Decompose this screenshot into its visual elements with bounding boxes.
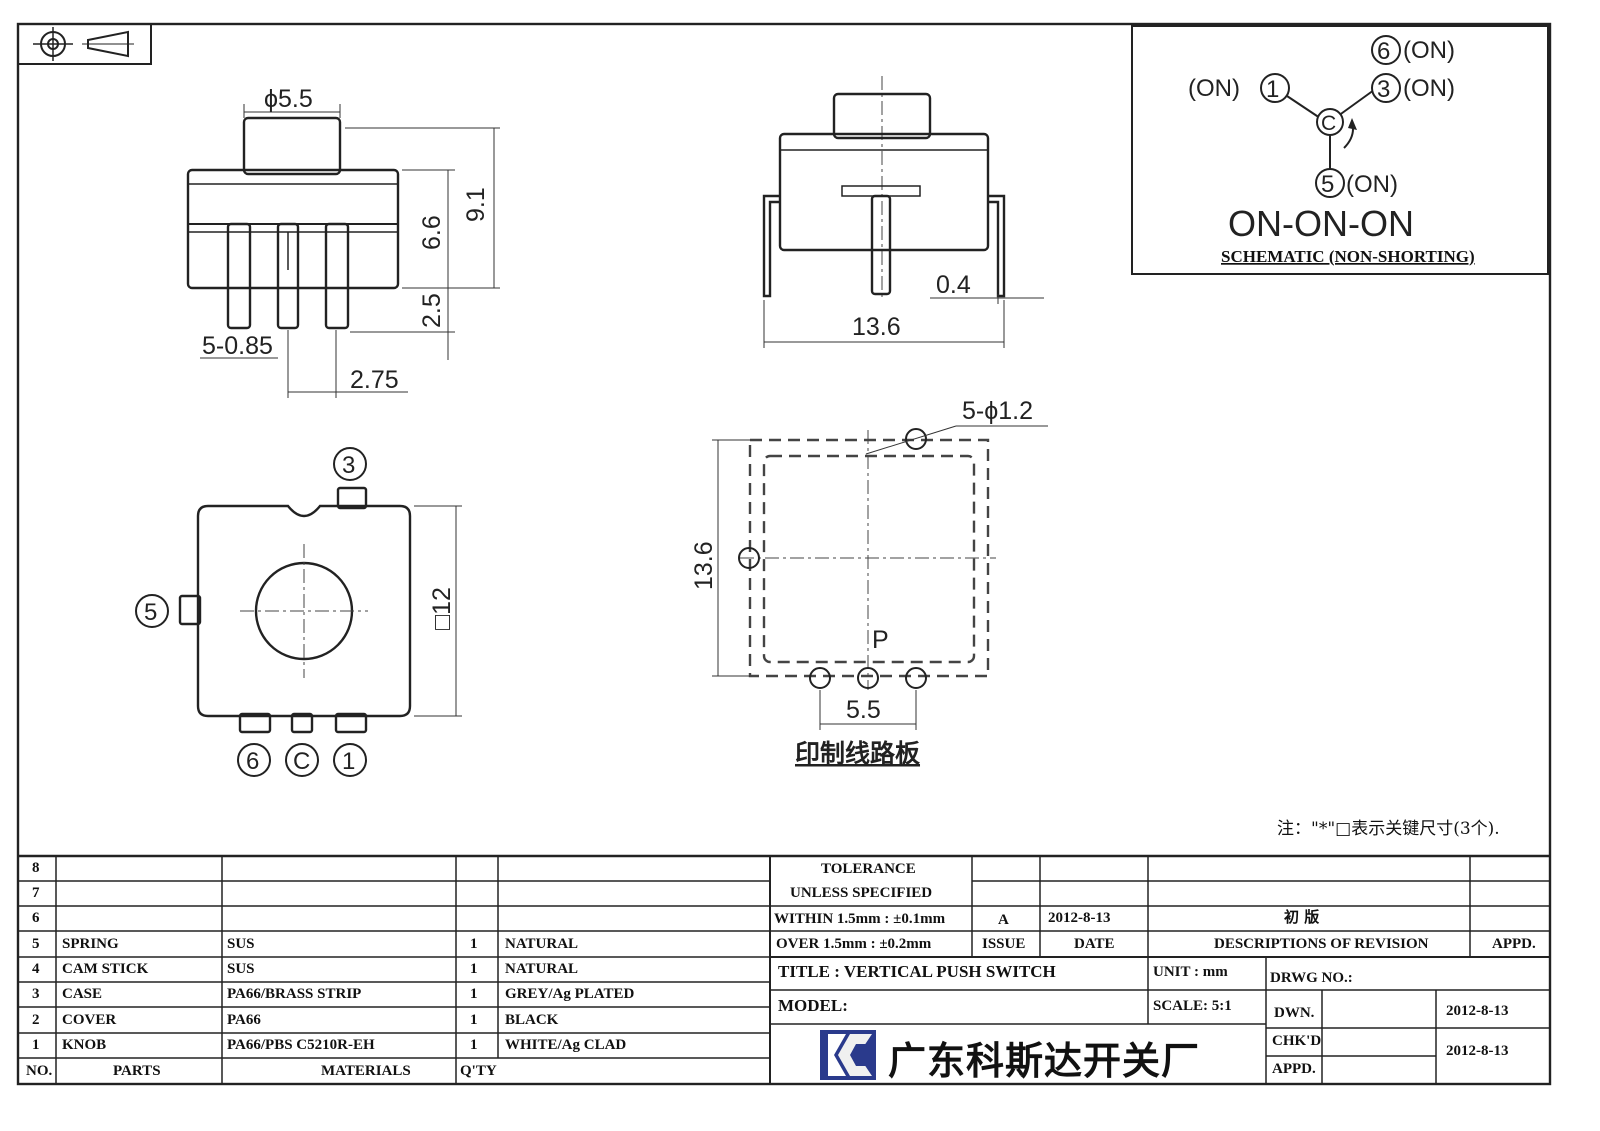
schematic-pin-label: 3 bbox=[1377, 76, 1390, 103]
side-dim-total-height: 9.1 bbox=[462, 187, 490, 222]
checked-date: 2012-8-13 bbox=[1446, 1043, 1509, 1059]
side-dim-diameter: ϕ5.5 bbox=[264, 85, 313, 113]
parts-row-no: 2 bbox=[32, 1012, 40, 1028]
schematic-function: ON-ON-ON bbox=[1228, 203, 1414, 244]
parts-row-finish: NATURAL bbox=[505, 936, 579, 952]
parts-row-part: SPRING bbox=[62, 936, 119, 952]
parts-row-finish: GREY/Ag PLATED bbox=[505, 986, 635, 1002]
drawn-date: 2012-8-13 bbox=[1446, 1003, 1509, 1019]
pcb-dim-height: 13.6 bbox=[690, 541, 718, 590]
parts-row-qty: 1 bbox=[470, 936, 478, 952]
parts-row-material: SUS bbox=[227, 961, 255, 977]
company-name: 广东科斯达开关厂 bbox=[888, 1039, 1201, 1083]
title-block: 8 7 6 5 SPRING SUS 1 NATURAL 4 CAM STICK… bbox=[18, 856, 1550, 1084]
parts-row-material: PA66 bbox=[227, 1012, 261, 1028]
tolerance-subtitle: UNLESS SPECIFIED bbox=[790, 885, 933, 901]
schematic-common-label: C bbox=[1321, 112, 1336, 135]
parts-row-finish: BLACK bbox=[505, 1012, 559, 1028]
parts-header-qty: Q'TY bbox=[460, 1063, 497, 1079]
parts-row-no: 1 bbox=[32, 1037, 40, 1053]
parts-row-qty: 1 bbox=[470, 986, 478, 1002]
top-dim-square: □12 bbox=[428, 587, 456, 630]
revision-issue-value: A bbox=[998, 912, 1009, 928]
front-dim-thickness: 0.4 bbox=[936, 271, 971, 299]
approved-by-label: APPD. bbox=[1272, 1061, 1316, 1077]
parts-header-no: NO. bbox=[26, 1063, 53, 1079]
tolerance-over: OVER 1.5mm : ±0.2mm bbox=[776, 936, 932, 952]
revision-date-value: 2012-8-13 bbox=[1048, 910, 1111, 926]
parts-row-part: KNOB bbox=[62, 1037, 107, 1053]
drawing-border bbox=[16, 22, 1552, 1086]
parts-row-qty: 1 bbox=[470, 1037, 478, 1053]
parts-row-material: PA66/PBS C5210R-EH bbox=[227, 1037, 375, 1053]
schematic-panel: 6 (ON) 3 (ON) 1 (ON) 5 (ON) C ON-ON-ON S… bbox=[1131, 25, 1549, 275]
side-dim-pin-length: 2.5 bbox=[418, 293, 446, 328]
schematic-pin-label: 5 bbox=[1321, 171, 1334, 198]
parts-row-no: 8 bbox=[32, 860, 40, 876]
parts-header-materials: MATERIALS bbox=[321, 1063, 411, 1079]
top-pin-label: 1 bbox=[342, 748, 355, 775]
top-pin-label: 3 bbox=[342, 452, 355, 479]
title-block-grid bbox=[18, 854, 1550, 1084]
parts-row-material: PA66/BRASS STRIP bbox=[227, 986, 362, 1002]
pcb-caption: 印制线路板 bbox=[795, 739, 920, 768]
pcb-layout: 5-ϕ1.2 13.6 5.5 P 印制线路板 bbox=[690, 397, 1048, 768]
schematic-pin-label: 6 bbox=[1377, 38, 1390, 65]
schematic-pin-state: (ON) bbox=[1346, 171, 1398, 198]
parts-header-parts: PARTS bbox=[113, 1063, 161, 1079]
schematic-pin-state: (ON) bbox=[1403, 75, 1455, 102]
top-pin-label: C bbox=[293, 748, 310, 775]
parts-row-finish: WHITE/Ag CLAD bbox=[505, 1037, 627, 1053]
parts-row-finish: NATURAL bbox=[505, 961, 579, 977]
pcb-dim-pitch: 5.5 bbox=[846, 696, 881, 724]
front-dim-width: 13.6 bbox=[852, 313, 901, 341]
pcb-dim-holes: 5-ϕ1.2 bbox=[962, 397, 1033, 425]
revision-description-label: DESCRIPTIONS OF REVISION bbox=[1214, 936, 1429, 952]
schematic-pin-state: (ON) bbox=[1403, 37, 1455, 64]
revision-description-value: 初 版 bbox=[1284, 908, 1320, 926]
company-logo-icon bbox=[820, 1030, 876, 1080]
parts-row-qty: 1 bbox=[470, 961, 478, 977]
top-pin-label: 5 bbox=[144, 599, 157, 626]
parts-row-qty: 1 bbox=[470, 1012, 478, 1028]
revision-date-label: DATE bbox=[1074, 936, 1115, 952]
tolerance-title: TOLERANCE bbox=[821, 861, 916, 877]
tolerance-within: WITHIN 1.5mm : ±0.1mm bbox=[774, 911, 946, 927]
revision-issue-label: ISSUE bbox=[982, 936, 1026, 952]
drawing-title: TITLE : VERTICAL PUSH SWITCH bbox=[778, 962, 1056, 981]
parts-row-no: 3 bbox=[32, 986, 40, 1002]
revision-appd-label: APPD. bbox=[1492, 936, 1536, 952]
parts-row-part: COVER bbox=[62, 1012, 117, 1028]
schematic-pin-state: (ON) bbox=[1188, 75, 1240, 102]
parts-row-part: CAM STICK bbox=[62, 961, 149, 977]
parts-row-no: 6 bbox=[32, 910, 40, 926]
parts-row-no: 7 bbox=[32, 885, 40, 901]
parts-row-part: CASE bbox=[62, 986, 103, 1002]
checked-by-label: CHK'D bbox=[1272, 1033, 1322, 1049]
parts-row-no: 5 bbox=[32, 936, 40, 952]
drawing-note: 注："*"□表示关键尺寸(3个). bbox=[1277, 819, 1500, 839]
drawing-unit: UNIT : mm bbox=[1153, 964, 1228, 980]
drawn-by-label: DWN. bbox=[1274, 1005, 1315, 1021]
side-view: ϕ5.5 9.1 6.6 2.5 5-0.85 2.75 bbox=[186, 85, 500, 398]
parts-row-no: 4 bbox=[32, 961, 40, 977]
drawing-model: MODEL: bbox=[778, 996, 848, 1015]
top-view: □12 3 5 6 C 1 bbox=[135, 447, 462, 777]
side-dim-pin-width: 5-0.85 bbox=[202, 332, 273, 360]
drawing-number-label: DRWG NO.: bbox=[1270, 970, 1353, 986]
schematic-pin-label: 1 bbox=[1266, 76, 1279, 103]
front-view: 0.4 13.6 bbox=[762, 76, 1044, 348]
top-pin-label: 6 bbox=[246, 748, 259, 775]
drawing-scale: SCALE: 5:1 bbox=[1153, 998, 1232, 1014]
schematic-caption: SCHEMATIC (NON-SHORTING) bbox=[1221, 247, 1475, 266]
parts-row-material: SUS bbox=[227, 936, 255, 952]
side-dim-body-height: 6.6 bbox=[418, 215, 446, 250]
projection-symbol-icon bbox=[17, 23, 152, 65]
side-dim-pin-pitch: 2.75 bbox=[350, 366, 399, 394]
pcb-label-p: P bbox=[872, 626, 889, 654]
